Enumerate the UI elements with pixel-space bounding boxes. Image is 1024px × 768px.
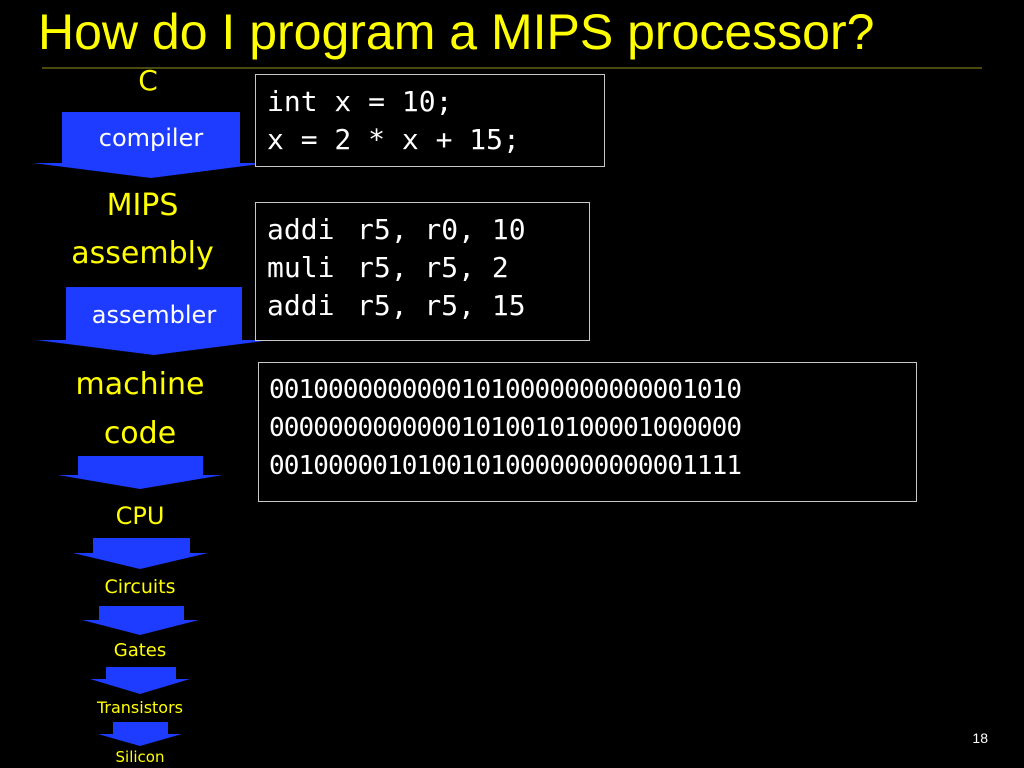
compiler-label: compiler — [98, 124, 204, 152]
machine-code-box: 00100000000001010000000000001010 0000000… — [258, 362, 917, 502]
circuits-arrow — [82, 606, 199, 635]
assembly-line: muli r5, r5, 2 — [267, 249, 589, 287]
mips-label-line1: MIPS — [106, 188, 179, 223]
gates-arrow — [90, 667, 190, 694]
cpu-label: CPU — [115, 502, 165, 530]
assembler-label: assembler — [91, 301, 217, 329]
mips-label-line2: assembly — [71, 236, 214, 271]
assembly-opcode: addi — [267, 213, 335, 246]
machine-code-line: 00000000000001010010100001000000 — [269, 413, 742, 443]
gates-label: Gates — [113, 640, 167, 661]
compiler-arrow — [33, 112, 268, 178]
machine-code-line: 00100000101001010000000000001111 — [269, 451, 742, 481]
machine-code-label: machine code — [40, 360, 240, 458]
c-code-line: x = 2 * x + 15; — [267, 123, 520, 156]
assembly-operands: r5, r5, 2 — [357, 251, 509, 284]
machine-label-line1: machine — [75, 367, 205, 402]
slide-title: How do I program a MIPS processor? — [38, 4, 875, 60]
transistors-label: Transistors — [96, 698, 184, 717]
assembly-opcode: muli — [267, 251, 335, 284]
title-divider — [42, 67, 982, 69]
assembler-arrow — [36, 287, 272, 355]
machine-label-line2: code — [103, 416, 177, 451]
c-code-line: int x = 10; — [267, 85, 453, 118]
cpu-arrow — [73, 538, 208, 569]
circuits-label: Circuits — [104, 576, 176, 598]
machine-code-arrow — [58, 456, 223, 489]
machine-code-line: 00100000000001010000000000001010 — [269, 375, 742, 405]
assembly-line: addi r5, r0, 10 — [267, 211, 589, 249]
c-label: C — [138, 64, 158, 97]
c-code-box: int x = 10; x = 2 * x + 15; — [255, 74, 605, 167]
page-number: 18 — [972, 730, 988, 746]
mips-assembly-label: MIPS assembly — [40, 182, 245, 278]
assembly-code-box: addi r5, r0, 10 muli r5, r5, 2 addi r5, … — [255, 202, 590, 341]
transistors-arrow — [98, 722, 182, 746]
assembly-opcode: addi — [267, 289, 335, 322]
assembly-line: addi r5, r5, 15 — [267, 287, 589, 325]
assembly-operands: r5, r0, 10 — [357, 213, 526, 246]
silicon-label: Silicon — [115, 748, 165, 766]
assembly-operands: r5, r5, 15 — [357, 289, 526, 322]
